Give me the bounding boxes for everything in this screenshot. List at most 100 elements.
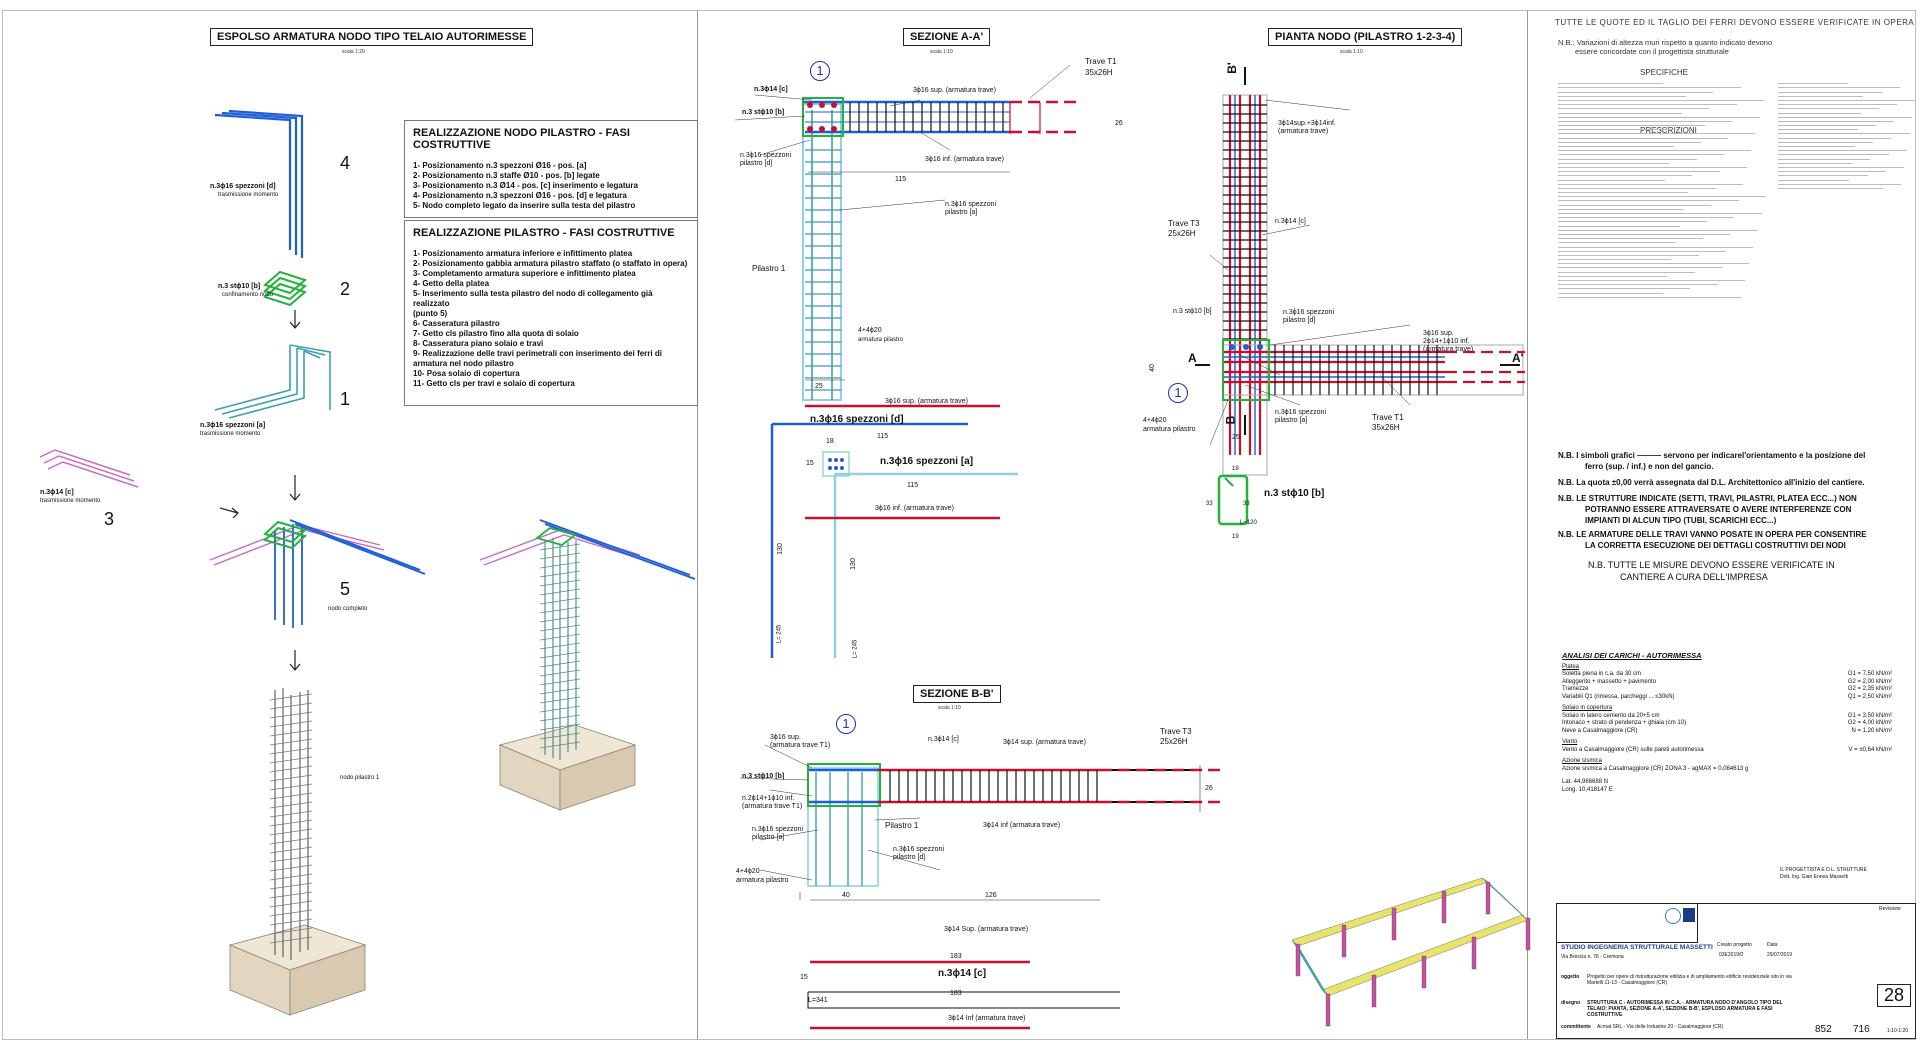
stirrup-19a: 19 [1232, 466, 1239, 472]
tb-oggetto: Progetto per opere di ristrutturazione e… [1587, 974, 1792, 986]
node-phases-box: REALIZZAZIONE NODO PILASTRO - FASI COSTR… [404, 120, 698, 218]
note-line [1558, 99, 1764, 101]
aa-a-label2: pilastro [a] [945, 209, 978, 216]
column-stirrup [539, 579, 581, 587]
bb-dim-26: 26 [1205, 785, 1213, 792]
aa-b-label: n.3 stϕ10 [b] [742, 109, 785, 116]
column-phase-item: 1- Posizionamento armatura inferiore e i… [413, 249, 633, 258]
frame-column [1371, 974, 1377, 1008]
column-phase-item: 10- Posa solaio di copertura [413, 369, 520, 378]
bb-dim-126: 126 [985, 892, 997, 899]
section-aa-scale: scala 1:10 [930, 49, 953, 55]
spec-text-block-right [1778, 80, 1918, 260]
note-line [1778, 179, 1850, 181]
note-line [1558, 146, 1674, 147]
plan-t1-bars: 3ϕ16 sup. [1423, 330, 1454, 337]
column-phase-item: 4- Getto della platea [413, 279, 490, 288]
plan-t1-bars2: 2ϕ14+1ϕ10 inf. [1423, 338, 1470, 345]
note-line [1778, 154, 1889, 156]
column-stirrup [269, 693, 313, 701]
note-line [1558, 162, 1670, 164]
tb-tav: 28 [1877, 984, 1912, 1007]
section-bb-drawing [739, 744, 1220, 1030]
note-line [1558, 275, 1668, 277]
column-stirrup [269, 918, 313, 926]
bb-det-top: 3ϕ14 Sup. (armatura trave) [944, 926, 1029, 933]
frame-column [1441, 890, 1447, 924]
note-line [1778, 146, 1855, 147]
column-stirrup [269, 792, 313, 800]
aa-top-bars: 3ϕ16 sup. (armatura trave) [913, 87, 996, 94]
node-phase-item: 4- Posizionamento n.3 spezzoni Ø16 - pos… [413, 191, 627, 200]
label-b-sub: confinamento nodo [222, 292, 274, 298]
note-line [1558, 91, 1714, 93]
note-line [1558, 108, 1710, 110]
note-line [1558, 187, 1716, 189]
label-a-bars: n.3ϕ16 spezzoni [a] [200, 422, 266, 429]
note-line [1558, 137, 1729, 139]
step-marker-1: 1 [334, 388, 356, 410]
column-stirrup [269, 882, 313, 890]
column-phase-item: 5- Inserimento sulla testa pilastro del … [413, 289, 653, 308]
note-line [1558, 263, 1750, 265]
load-row: Variabili Q1 (rimessa, parcheggi ... ≤30… [1562, 694, 1892, 702]
plan-pillar-bars: 4+4ϕ20 [1143, 417, 1167, 424]
note-line [1778, 187, 1883, 189]
column-phase-item: 2- Posizionamento gabbia armatura pilast… [413, 259, 688, 268]
note-line [1558, 242, 1676, 244]
nb-arm2: LA CORRETTA ESECUZIONE DEI DETTAGLI COST… [1585, 541, 1846, 550]
step-marker-4: 4 [334, 152, 356, 174]
note-line [1558, 271, 1695, 273]
frame-column [1341, 924, 1347, 958]
column-stirrup [269, 873, 313, 881]
column-phase-item: 11- Getto cls per travi e solaio di cope… [413, 379, 575, 388]
plan-drawing [1195, 67, 1525, 476]
column-stirrup [269, 855, 313, 863]
node-phase-item: 1- Posizionamento n.3 spezzoni Ø16 - pos… [413, 161, 587, 170]
bars-c-group [39, 449, 139, 488]
loads-title: ANALISI DEI CARICHI - AUTORIMESSA [1562, 651, 1702, 660]
note-line [1558, 246, 1754, 248]
column-stirrup [269, 819, 313, 827]
nb-struct2: POTRANNO ESSERE ATTRAVERSATE O AVERE INT… [1585, 505, 1852, 514]
step-marker-3: 3 [98, 508, 120, 530]
plan-beam-t1: Trave T1 [1372, 413, 1404, 422]
column-stirrup [539, 642, 581, 650]
cover-row-value: G1 = 3,50 kN/m² [1847, 712, 1892, 719]
section-bb-scale: scala 1:10 [938, 705, 961, 711]
node-phase-item: 3- Posizionamento n.3 Ø14 - pos. [c] ins… [413, 181, 638, 190]
loads-slab-title: Platea [1562, 663, 1580, 670]
load-row-desc: Tramezze [1562, 686, 1589, 692]
column-stirrup [539, 660, 581, 668]
stirrup-33a: 33 [1206, 501, 1213, 507]
bb-a-label: n.3ϕ16 spezzoni [752, 826, 804, 833]
signature-line1: IL PROGETTISTA E D.L. STRUTTURE [1780, 867, 1867, 873]
node-phases-title: REALIZZAZIONE NODO PILASTRO - FASI COSTR… [413, 127, 630, 151]
plan-c-bar: n.3ϕ14 [c] [1275, 218, 1306, 225]
note-line [1558, 229, 1758, 231]
aa-d-label: n.3ϕ16 spezzoni [740, 152, 792, 159]
bb-t1-label2: (armatura trave T1) [742, 803, 803, 810]
column-stirrup [539, 732, 581, 740]
label-c-sub: trasmissione momento [40, 498, 101, 504]
column-stirrup [269, 801, 313, 809]
aa-det-15: 15 [806, 460, 814, 467]
plan-dim-40: 40 [1148, 364, 1156, 372]
loads-wind-desc: Vento a Casalmaggiore (CR) sulle pareti … [1562, 746, 1704, 753]
note-line [1778, 112, 1861, 114]
column-stirrup [539, 687, 581, 695]
column-stirrup [269, 783, 313, 791]
column-stirrup [269, 702, 313, 710]
column-phases-title: REALIZZAZIONE PILASTRO - FASI COSTRUTTIV… [413, 227, 675, 239]
note-line [1778, 150, 1907, 152]
plan-d-bars2: pilastro [d] [1283, 317, 1316, 324]
sheet-divider-left [697, 10, 698, 1040]
note-line [1558, 129, 1678, 131]
aa-dim-25: 25 [815, 383, 823, 390]
note-line [1558, 280, 1745, 281]
aa-det-top: 3ϕ16 sup. (armatura trave) [885, 398, 968, 405]
tb-code: 03E2019/0 [1719, 952, 1744, 958]
